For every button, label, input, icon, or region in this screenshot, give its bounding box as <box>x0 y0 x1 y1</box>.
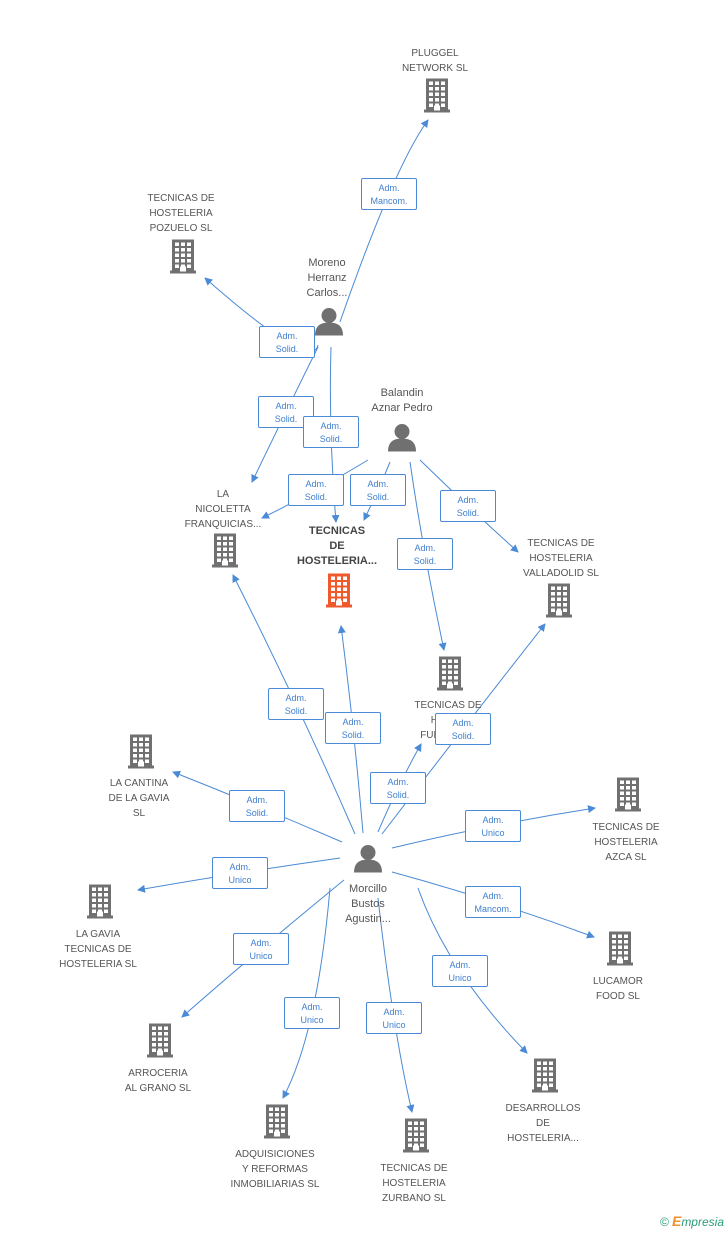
person-icon[interactable] <box>387 424 417 457</box>
building-icon[interactable] <box>212 533 238 573</box>
node-label-morcillo[interactable]: Morcillo Bustos Agustin... <box>345 883 391 925</box>
brand-name: mpresia <box>681 1215 724 1229</box>
node-label-cantina[interactable]: LA CANTINA DE LA GAVIA SL <box>108 778 170 819</box>
building-icon[interactable] <box>128 734 154 774</box>
relation-label-moreno-to-nicoletta[interactable]: Adm. Solid. <box>258 396 314 428</box>
node-label-balandin[interactable]: Balandin Aznar Pedro <box>371 387 433 414</box>
node-label-moreno[interactable]: Moreno Herranz Carlos... <box>306 257 348 299</box>
building-icon[interactable] <box>147 1023 173 1063</box>
building-icon[interactable] <box>264 1104 290 1144</box>
relation-label-morcillo-to-fuenca[interactable]: Adm. Solid. <box>370 772 426 804</box>
relation-label-morcillo-to-desarrollos[interactable]: Adm. Unico <box>432 955 488 987</box>
node-label-center[interactable]: TECNICAS DE HOSTELERIA... <box>296 525 378 567</box>
relation-label-morcillo-to-nicoletta[interactable]: Adm. Solid. <box>268 688 324 720</box>
building-icon[interactable] <box>424 78 450 118</box>
relation-label-morcillo-to-zurbano[interactable]: Adm. Unico <box>366 1002 422 1034</box>
building-icon[interactable] <box>170 239 196 279</box>
node-label-lucamor[interactable]: LUCAMOR FOOD SL <box>592 976 643 1002</box>
building-icon[interactable] <box>607 931 633 971</box>
node-label-valladolid[interactable]: TECNICAS DE HOSTELERIA VALLADOLID SL <box>523 538 599 579</box>
person-icon[interactable] <box>314 308 344 341</box>
relation-label-balandin-to-nicoletta[interactable]: Adm. Solid. <box>288 474 344 506</box>
relation-label-balandin-to-center[interactable]: Adm. Solid. <box>350 474 406 506</box>
node-label-pluggel[interactable]: PLUGGEL NETWORK SL <box>401 48 469 74</box>
node-label-zurbano[interactable]: TECNICAS DE HOSTELERIA ZURBANO SL <box>380 1163 448 1204</box>
relation-label-morcillo-to-center[interactable]: Adm. Solid. <box>325 712 381 744</box>
relation-label-moreno-to-center[interactable]: Adm. Solid. <box>303 416 359 448</box>
center-building-icon[interactable] <box>326 573 352 613</box>
person-icon[interactable] <box>353 845 383 878</box>
node-label-adquisiciones[interactable]: ADQUISICIONES Y REFORMAS INMOBILIARIAS S… <box>230 1149 320 1190</box>
relation-label-morcillo-to-lucamor[interactable]: Adm. Mancom. <box>465 886 521 918</box>
node-label-nicoletta[interactable]: LA NICOLETTA FRANQUICIAS... <box>184 489 262 530</box>
relation-label-morcillo-to-arroceria[interactable]: Adm. Unico <box>233 933 289 965</box>
relation-label-moreno-to-pozuelo[interactable]: Adm. Solid. <box>259 326 315 358</box>
node-label-gavia[interactable]: LA GAVIA TECNICAS DE HOSTELERIA SL <box>59 929 137 970</box>
node-label-arroceria[interactable]: ARROCERIA AL GRANO SL <box>124 1068 192 1094</box>
relation-label-morcillo-to-cantina[interactable]: Adm. Solid. <box>229 790 285 822</box>
node-label-azca[interactable]: TECNICAS DE HOSTELERIA AZCA SL <box>592 822 660 863</box>
relation-label-moreno-to-pluggel[interactable]: Adm. Mancom. <box>361 178 417 210</box>
node-label-pozuelo[interactable]: TECNICAS DE HOSTELERIA POZUELO SL <box>147 193 215 234</box>
building-icon[interactable] <box>615 777 641 817</box>
relation-label-morcillo-to-adquisiciones[interactable]: Adm. Unico <box>284 997 340 1029</box>
node-label-desarrollos[interactable]: DESARROLLOS DE HOSTELERIA... <box>505 1103 581 1144</box>
building-icon[interactable] <box>546 583 572 623</box>
relation-label-morcillo-to-valladolid[interactable]: Adm. Solid. <box>435 713 491 745</box>
building-icon[interactable] <box>87 884 113 924</box>
relation-label-morcillo-to-azca[interactable]: Adm. Unico <box>465 810 521 842</box>
relation-label-balandin-to-fuenca[interactable]: Adm. Solid. <box>397 538 453 570</box>
building-icon[interactable] <box>403 1118 429 1158</box>
building-icon[interactable] <box>532 1058 558 1098</box>
relation-label-balandin-to-valladolid[interactable]: Adm. Solid. <box>440 490 496 522</box>
building-icon[interactable] <box>437 656 463 696</box>
brand-initial: E <box>671 1213 682 1229</box>
empresia-logo[interactable]: ©Empresia <box>660 1213 724 1229</box>
copyright-symbol: © <box>660 1215 669 1229</box>
relation-label-morcillo-to-gavia[interactable]: Adm. Unico <box>212 857 268 889</box>
